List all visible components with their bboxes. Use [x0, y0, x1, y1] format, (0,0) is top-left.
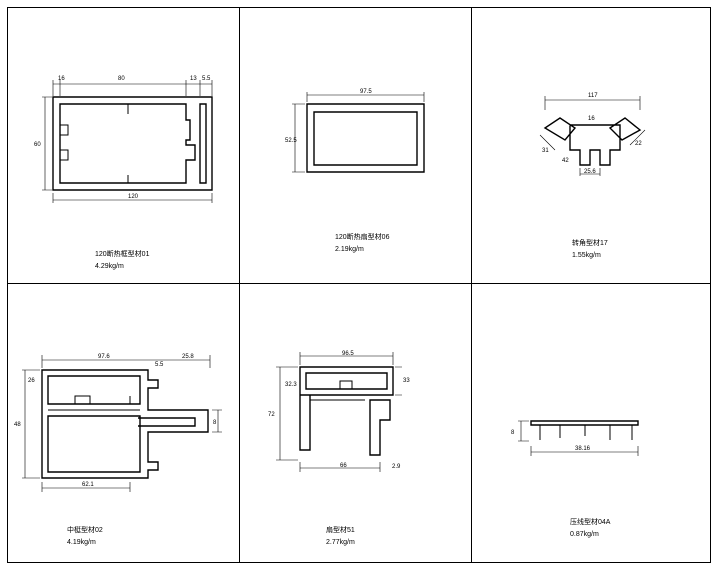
svg-text:32.3: 32.3 [285, 382, 297, 388]
svg-text:8: 8 [213, 420, 217, 426]
profile-mullion-02: 97.6 25.8 5.5 48 26 8 62.1 中梃型材02 4.19kg… [14, 354, 222, 546]
profile-bead-04a: 8 38.16 压线型材04A 0.87kg/m [511, 420, 639, 538]
svg-text:31: 31 [542, 148, 549, 154]
svg-text:33: 33 [403, 378, 410, 384]
svg-text:117: 117 [588, 93, 598, 99]
profile-weight: 2.77kg/m [326, 539, 355, 546]
profile-name: 压线型材04A [570, 517, 611, 526]
svg-text:8: 8 [511, 430, 515, 436]
svg-text:16: 16 [588, 116, 595, 122]
svg-text:62.1: 62.1 [82, 482, 94, 488]
svg-text:5.5: 5.5 [202, 76, 211, 82]
svg-text:72: 72 [268, 412, 275, 418]
svg-text:52.5: 52.5 [285, 138, 297, 144]
svg-text:80: 80 [118, 76, 125, 82]
profile-weight: 4.19kg/m [67, 539, 96, 546]
sheet-border [7, 7, 711, 563]
profile-frame-01: 16 80 13 5.5 60 120 120断热框型材01 4.29kg/m [34, 76, 213, 270]
svg-text:5.5: 5.5 [155, 362, 164, 368]
svg-text:120: 120 [128, 194, 139, 200]
svg-text:13: 13 [190, 76, 197, 82]
svg-text:16: 16 [58, 76, 65, 82]
profile-weight: 1.55kg/m [572, 252, 601, 259]
svg-text:60: 60 [34, 142, 41, 148]
profile-sash-06: 97.5 52.5 120断热扇型材06 2.19kg/m [285, 89, 425, 253]
svg-text:42: 42 [562, 158, 569, 164]
svg-text:22: 22 [635, 141, 642, 147]
profile-name: 中梃型材02 [67, 525, 103, 534]
svg-text:38.16: 38.16 [575, 446, 591, 452]
svg-text:25.8: 25.8 [182, 354, 194, 360]
svg-text:96.5: 96.5 [342, 351, 354, 357]
svg-text:66: 66 [340, 463, 347, 469]
svg-text:97.6: 97.6 [98, 354, 110, 360]
profile-name: 扇型材51 [326, 525, 355, 534]
profile-weight: 2.19kg/m [335, 246, 364, 253]
profile-name: 120断热框型材01 [95, 249, 150, 258]
profile-name: 120断热扇型材06 [335, 232, 390, 241]
profile-weight: 0.87kg/m [570, 531, 599, 538]
svg-text:2.9: 2.9 [392, 464, 401, 470]
svg-text:48: 48 [14, 422, 21, 428]
profile-corner-17: 117 16 31 22 42 25.6 转角型材17 1.55kg/m [539, 93, 646, 259]
svg-text:26: 26 [28, 378, 35, 384]
profile-weight: 4.29kg/m [95, 263, 124, 270]
profile-sash-51: 96.5 32.3 33 72 66 2.9 扇型材51 2.77kg/m [268, 351, 410, 546]
svg-text:25.6: 25.6 [584, 169, 596, 175]
svg-text:97.5: 97.5 [360, 89, 372, 95]
profile-name: 转角型材17 [572, 238, 608, 247]
